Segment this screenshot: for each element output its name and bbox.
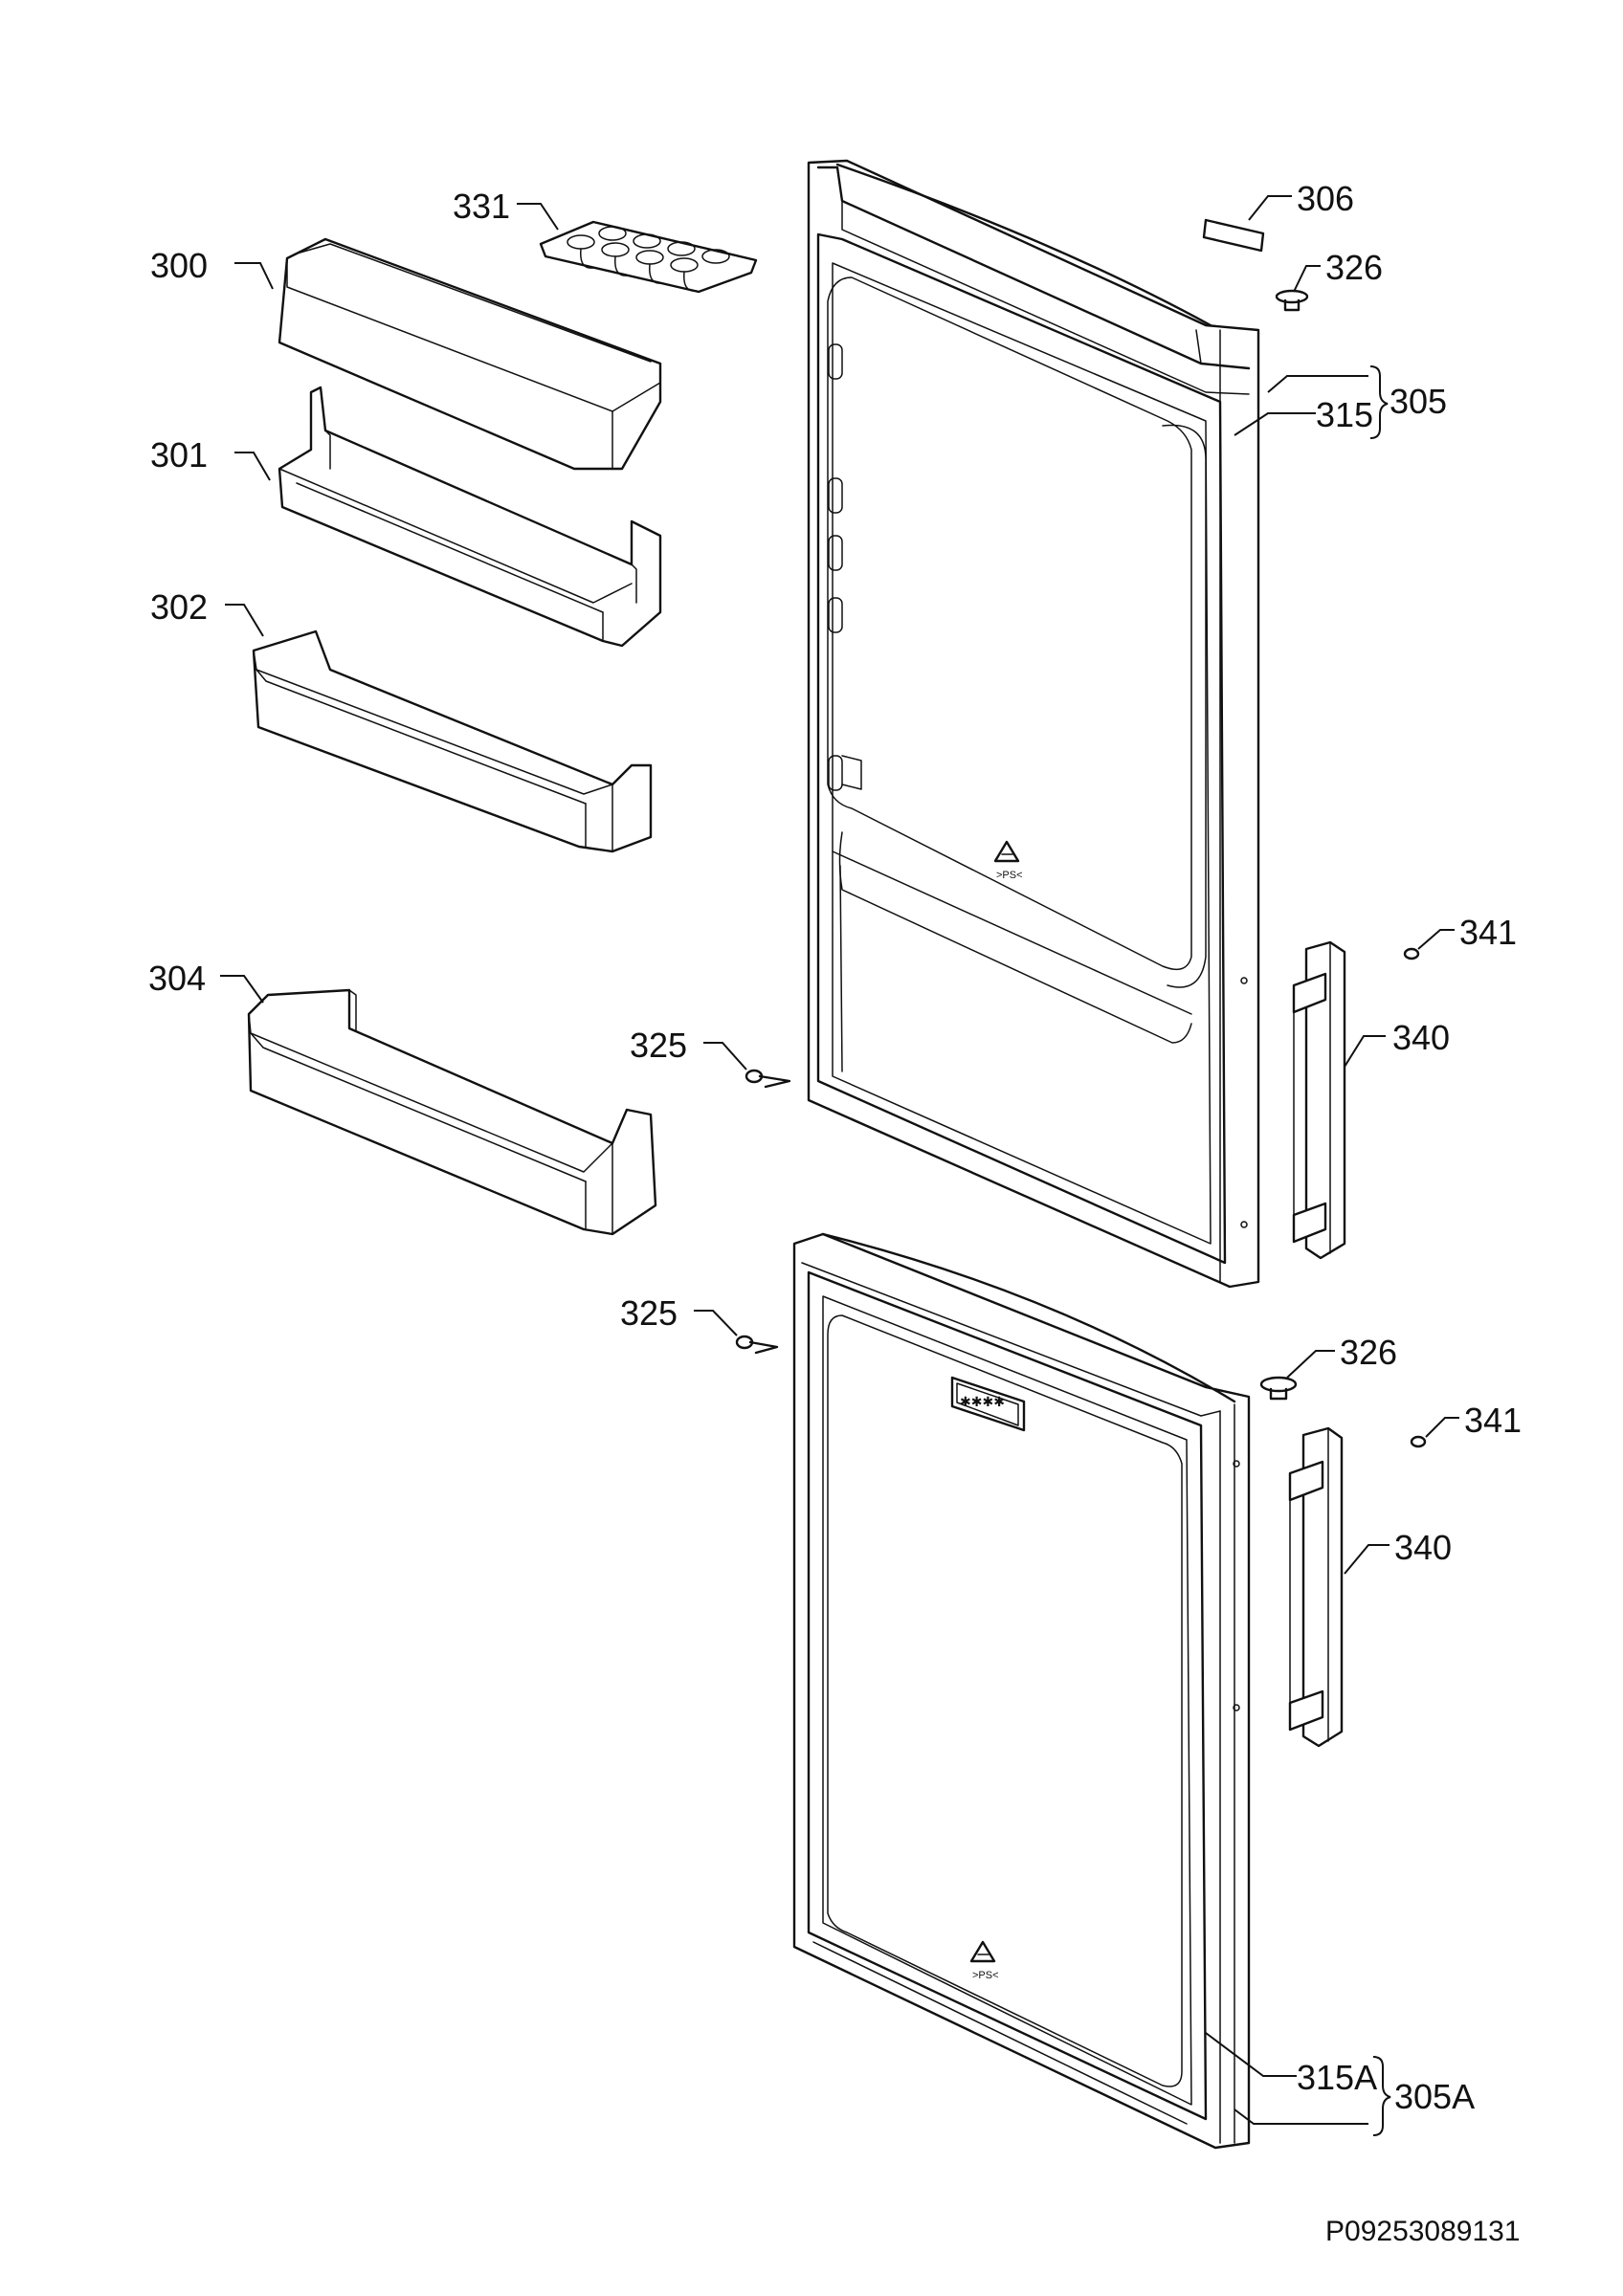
- label-340-bottom: 340: [1394, 1528, 1452, 1567]
- label-325-bottom: 325: [620, 1293, 678, 1333]
- recycle-icon: [969, 1940, 996, 1963]
- label-341-top: 341: [1459, 913, 1517, 952]
- part-306-label-plate: [1202, 218, 1265, 253]
- part-341-cap-icon: [1403, 947, 1420, 960]
- label-315A: 315A: [1297, 2058, 1377, 2097]
- label-304: 304: [148, 959, 206, 998]
- label-341-bottom: 341: [1464, 1401, 1522, 1440]
- part-304-large-door-bin: [247, 988, 657, 1236]
- part-325-screw-icon-lower: [735, 1335, 779, 1355]
- part-331-egg-tray-icon: [539, 220, 758, 294]
- part-326-hinge-cap-icon: [1275, 289, 1309, 312]
- label-331: 331: [453, 187, 510, 226]
- part-300-shelf-cover: [278, 237, 662, 471]
- label-302: 302: [150, 587, 208, 627]
- document-number: P09253089131: [1325, 2216, 1521, 2247]
- part-326-hinge-cap-icon-lower: [1259, 1376, 1298, 1401]
- star-rating-text: ✱✱✱✱: [960, 1394, 1005, 1409]
- label-340-top: 340: [1392, 1018, 1450, 1057]
- part-325-screw-icon: [745, 1069, 791, 1089]
- label-325-top: 325: [630, 1026, 687, 1065]
- label-306: 306: [1297, 179, 1354, 218]
- label-300: 300: [150, 246, 208, 285]
- part-labels: 300 301 302 304 331 306 326 315 305 341 …: [148, 179, 1522, 2116]
- label-326-top: 326: [1325, 248, 1383, 287]
- star-rating-badge: [950, 1376, 1026, 1432]
- upper-fridge-door: >PS<: [807, 159, 1260, 1289]
- label-305A: 305A: [1394, 2077, 1475, 2116]
- recycle-mark-top: >PS<: [996, 870, 1023, 881]
- leader-lines: [220, 195, 1459, 2136]
- label-301: 301: [150, 435, 208, 475]
- part-340-door-handle-icon-lower: [1288, 1426, 1344, 1748]
- lower-freezer-door: ✱✱✱✱ >PS<: [792, 1232, 1251, 2150]
- label-315: 315: [1316, 395, 1373, 434]
- part-340-door-handle-icon: [1292, 940, 1346, 1260]
- label-305: 305: [1390, 382, 1447, 421]
- recycle-mark-bottom: >PS<: [972, 1970, 999, 1981]
- recycle-icon: [993, 840, 1020, 863]
- part-341-cap-icon-lower: [1410, 1435, 1427, 1448]
- label-326-bottom: 326: [1340, 1333, 1397, 1372]
- part-302-door-bin: [252, 629, 653, 853]
- part-301-door-shelf: [278, 386, 662, 648]
